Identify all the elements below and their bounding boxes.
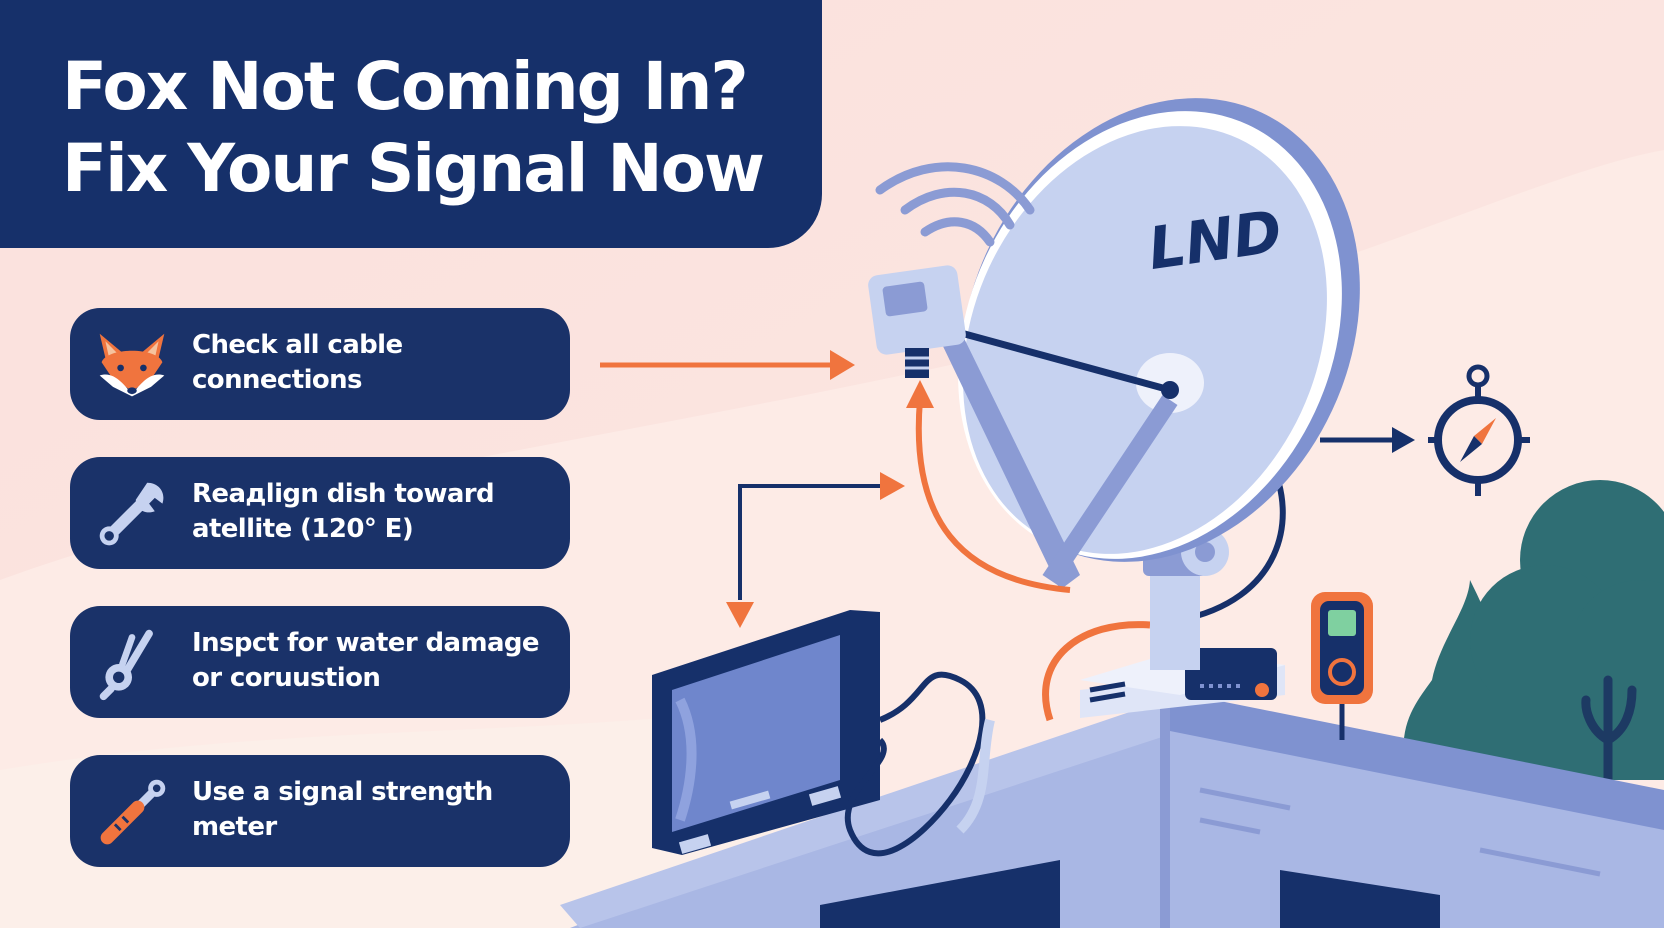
orange-cable <box>1042 621 1151 722</box>
title-banner: Fox Not Coming In? Fix Your Signal Now <box>0 0 822 248</box>
pliers-icon <box>99 629 153 701</box>
step-card-inspect-damage: Inspct for water damage or coruustion <box>70 606 570 718</box>
building <box>560 690 1664 928</box>
tv <box>652 610 880 855</box>
lnb-feed <box>868 265 1179 590</box>
arrow-elbow <box>738 484 880 600</box>
title-line-2: Fix Your Signal Now <box>62 130 765 207</box>
step-card-check-cables: Check all cable connections <box>70 308 570 420</box>
step-card-signal-meter: Use a signal strength meter <box>70 755 570 867</box>
dish-mount <box>1143 528 1229 670</box>
screwdriver-icon <box>100 779 166 845</box>
arrow-up-orange <box>915 399 1071 593</box>
fox-icon <box>99 333 165 397</box>
compass-icon <box>1428 364 1530 496</box>
step-text: Check all cable connections <box>192 330 403 395</box>
step-card-realign-dish: Reaдlign dish toward atellite (120° E) <box>70 457 570 569</box>
step-text: Reaдlign dish toward atellite (120° E) <box>192 479 495 544</box>
trees <box>1403 480 1664 805</box>
title-line-1: Fox Not Coming In? <box>62 48 749 125</box>
wrench-icon <box>99 482 164 546</box>
window <box>820 860 1060 928</box>
signal-waves-icon <box>875 162 1035 247</box>
receiver-box <box>1080 648 1285 718</box>
window <box>1280 870 1440 928</box>
step-text: Inspct for water damage or coruustion <box>192 628 540 693</box>
tv-cable <box>844 671 986 857</box>
signal-meter-icon <box>1311 592 1373 740</box>
page-title: Fox Not Coming In? Fix Your Signal Now <box>62 46 765 210</box>
satellite-dish: LND <box>958 98 1360 562</box>
arrows <box>600 350 1415 628</box>
step-text: Use a signal strength meter <box>192 777 493 842</box>
